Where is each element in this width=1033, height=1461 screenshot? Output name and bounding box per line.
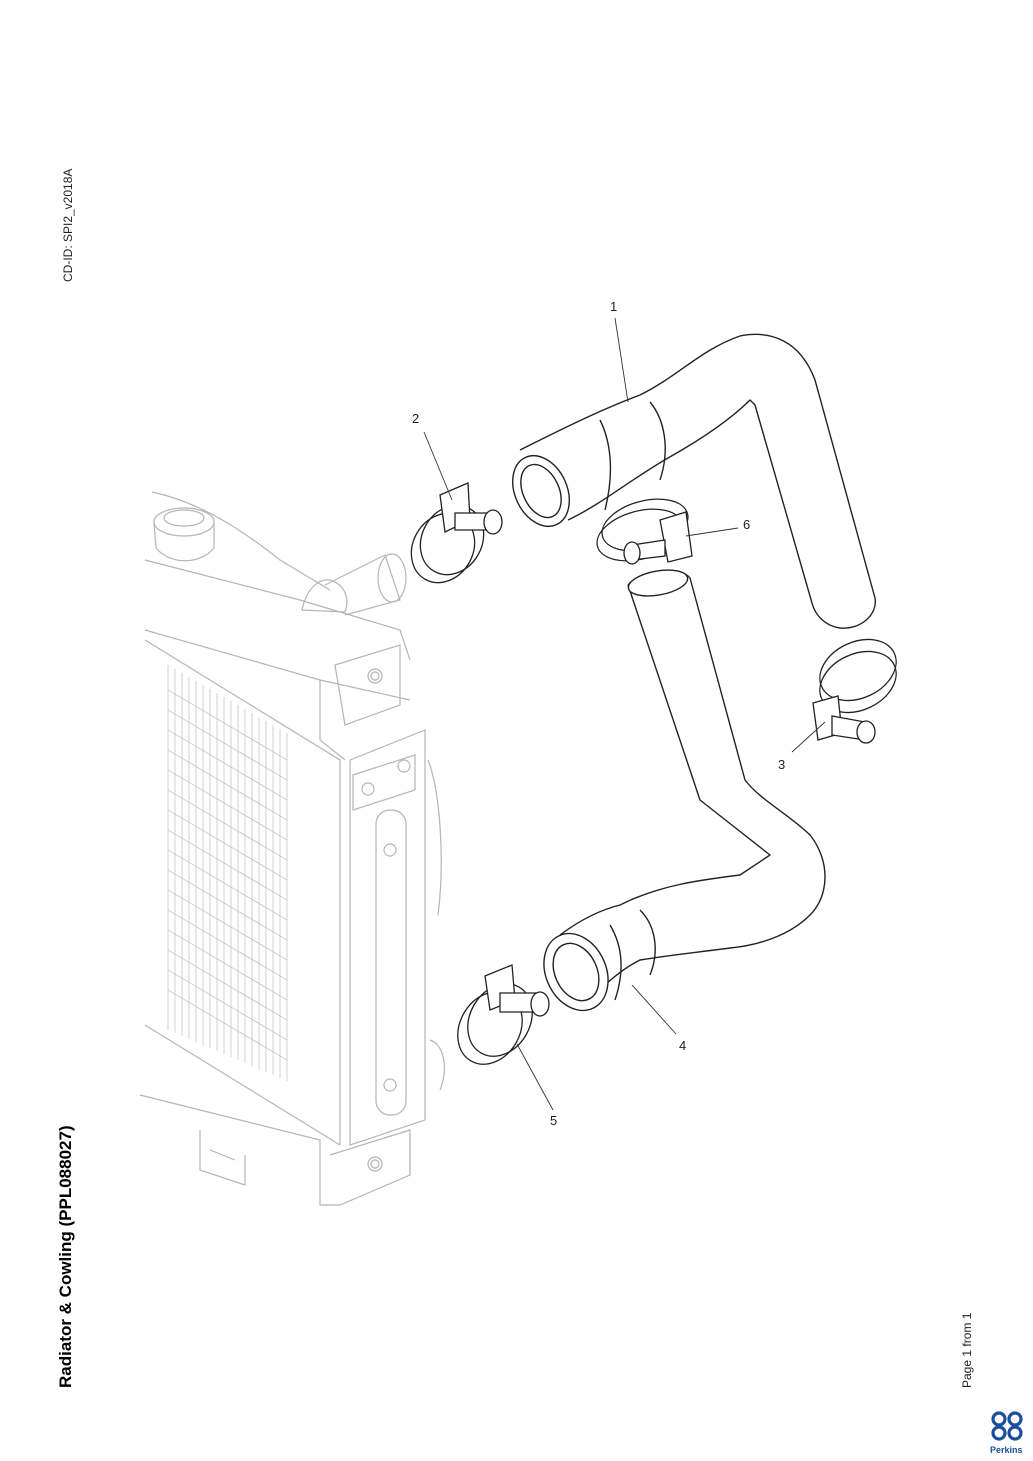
leader-lines <box>423 317 826 1111</box>
leader-line-6 <box>685 527 739 537</box>
perkins-logo-icon <box>991 1411 1023 1441</box>
leader-line-1 <box>614 317 629 403</box>
leader-line-3 <box>791 721 826 753</box>
callout-1: 1 <box>610 299 617 314</box>
leader-line-2 <box>423 431 453 501</box>
hose-clip-3 <box>812 638 897 744</box>
upper-hose <box>512 333 876 629</box>
brand-label: Perkins <box>990 1445 1023 1455</box>
hose-clip-5 <box>457 964 550 1065</box>
radiator-core-mesh <box>167 665 288 1081</box>
hose-clip-2 <box>410 482 503 584</box>
callout-6: 6 <box>743 517 750 532</box>
callout-4: 4 <box>679 1038 686 1053</box>
radiator-assembly <box>139 491 445 1206</box>
leader-line-5 <box>516 1043 554 1111</box>
leader-line-4 <box>631 984 677 1035</box>
callout-2: 2 <box>412 411 419 426</box>
callout-5: 5 <box>550 1113 557 1128</box>
hose-clip-6 <box>596 498 693 565</box>
callout-3: 3 <box>778 757 785 772</box>
lower-hose <box>543 569 826 1012</box>
